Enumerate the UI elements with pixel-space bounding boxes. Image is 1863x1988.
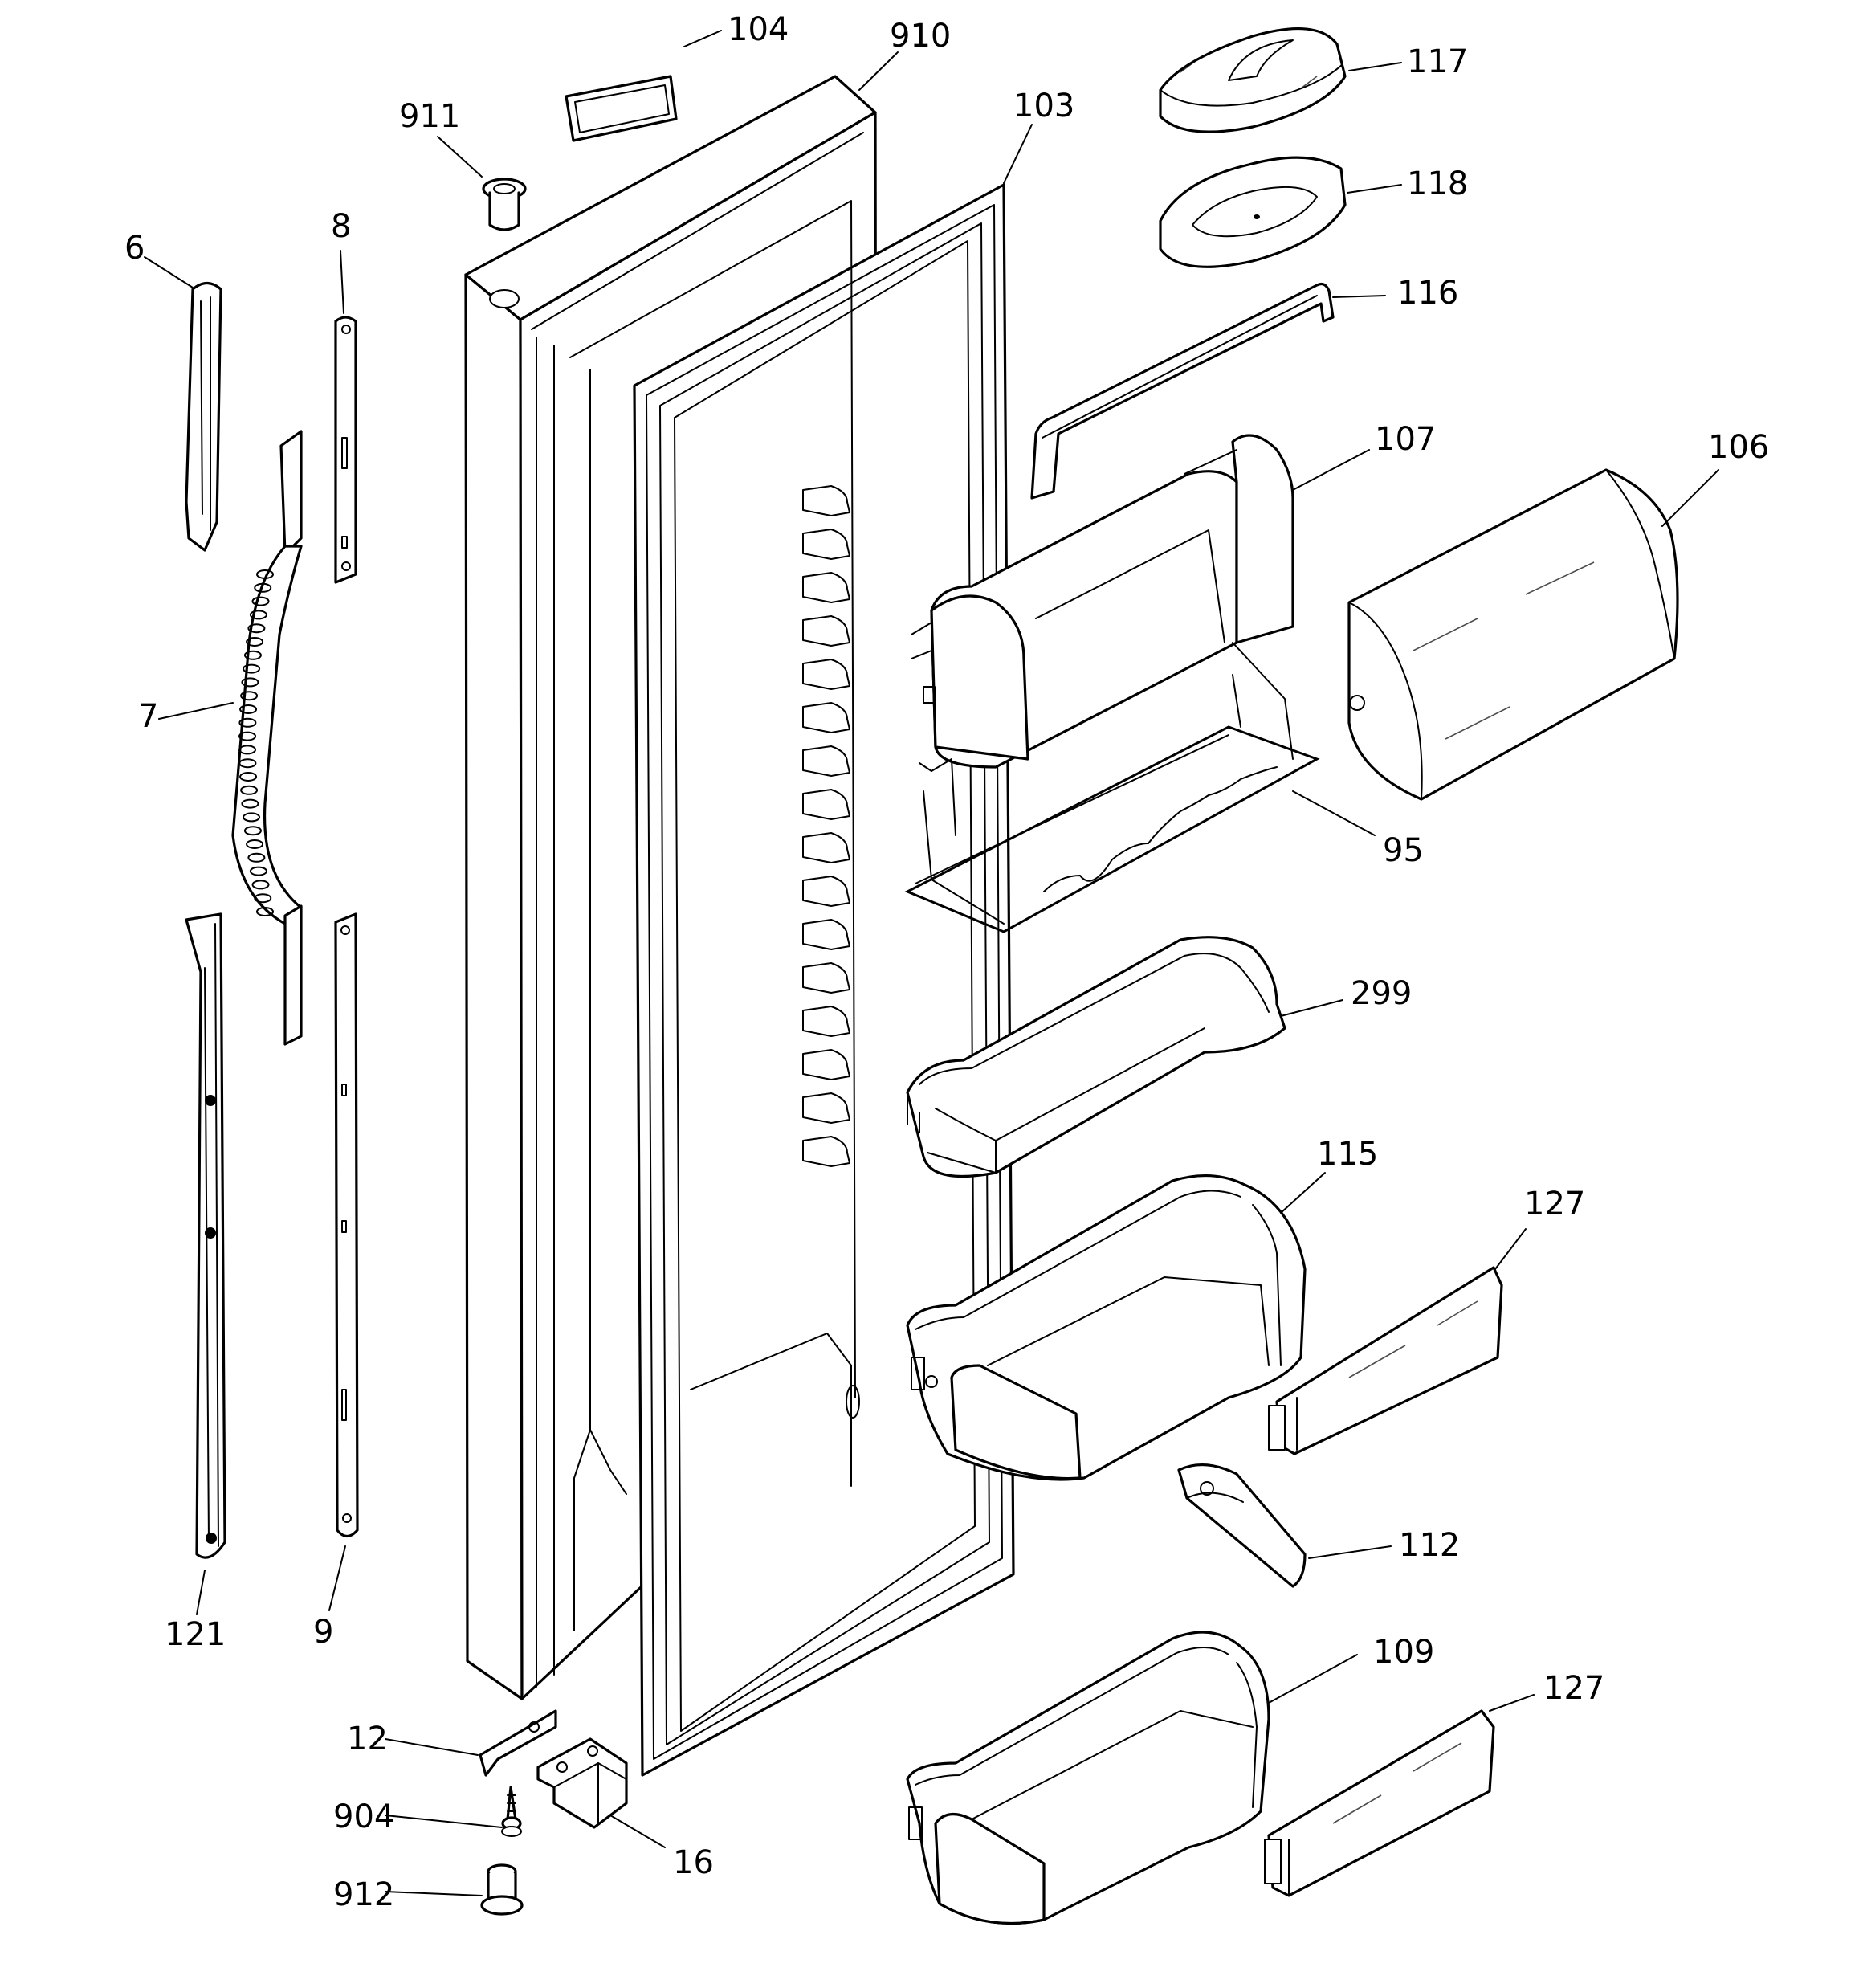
liner-peg	[802, 962, 850, 994]
part-912-hinge-bushing	[480, 1863, 524, 1916]
handle-rib	[247, 623, 266, 634]
part-299-door-bin	[906, 936, 1286, 1178]
callout-299: 299	[1351, 975, 1412, 1012]
handle-rib	[249, 610, 267, 620]
part-104-trim-cap	[565, 75, 678, 142]
callout-104: 104	[728, 11, 789, 48]
liner-peg	[802, 1049, 850, 1080]
handle-rib	[246, 637, 264, 647]
part-904-screw	[501, 1786, 522, 1837]
handle-rib	[238, 758, 257, 769]
callout-116: 116	[1397, 275, 1458, 312]
part-103-door-gasket	[633, 183, 1015, 1777]
part-7-door-handle	[231, 430, 303, 1046]
liner-peg	[802, 1136, 850, 1167]
callout-121: 121	[165, 1616, 226, 1653]
handle-rib	[241, 798, 259, 809]
part-16-hinge-bracket	[536, 1737, 628, 1829]
callout-904: 904	[333, 1798, 394, 1835]
part-112-bin-divider	[1177, 1463, 1307, 1588]
handle-rib	[238, 745, 257, 755]
handle-rib	[239, 704, 258, 714]
callout-109: 109	[1373, 1634, 1434, 1671]
part-121-handle-trim-bottom	[185, 912, 226, 1559]
part-127-bin-front-upper	[1268, 1266, 1503, 1455]
callout-115: 115	[1317, 1136, 1378, 1173]
part-117-dairy-cover	[1159, 27, 1347, 133]
handle-rib	[238, 731, 257, 741]
part-911-hinge-bushing	[482, 178, 527, 231]
handle-rib	[256, 569, 274, 579]
callout-9: 9	[313, 1614, 333, 1651]
liner-peg	[802, 1006, 850, 1037]
part-107-door-bin	[911, 434, 1294, 769]
liner-peg	[802, 485, 850, 516]
handle-rib	[251, 596, 270, 606]
callout-12: 12	[347, 1721, 388, 1757]
liner-peg	[802, 615, 850, 647]
handle-rib	[239, 772, 258, 782]
callout-7: 7	[138, 698, 158, 735]
handle-rib	[241, 677, 259, 688]
part-106-dairy-door	[1347, 468, 1679, 801]
part-12-hinge-plate	[479, 1709, 557, 1777]
handle-rib	[254, 582, 272, 593]
callout-127-lower: 127	[1543, 1670, 1604, 1707]
handle-rib	[254, 893, 272, 904]
handle-rib	[246, 839, 264, 849]
callout-911: 911	[399, 98, 460, 135]
handle-rib	[249, 866, 267, 876]
part-109-door-bin-bottom	[906, 1631, 1270, 1925]
liner-peg	[802, 529, 850, 560]
handle-rib	[243, 812, 261, 823]
liner-peg	[802, 659, 850, 690]
callout-117: 117	[1407, 43, 1468, 80]
callout-95: 95	[1383, 832, 1424, 869]
part-115-door-bin	[906, 1174, 1307, 1481]
callout-16: 16	[673, 1844, 714, 1881]
handle-rib	[251, 880, 270, 890]
handle-rib	[238, 717, 257, 728]
part-116-shelf-rail	[1030, 282, 1335, 500]
part-8-mounting-strip	[334, 316, 357, 584]
callout-106: 106	[1708, 429, 1769, 466]
part-95-wire-bottle-rack	[904, 642, 1320, 933]
handle-rib	[243, 650, 262, 660]
callout-912: 912	[333, 1876, 394, 1913]
liner-peg	[802, 702, 850, 733]
callout-103: 103	[1013, 88, 1074, 125]
leader-lines	[144, 30, 1719, 1896]
part-118-dairy-tray	[1159, 156, 1347, 268]
callout-107: 107	[1375, 421, 1436, 458]
liner-peg	[802, 832, 850, 863]
callout-910: 910	[890, 18, 951, 55]
callout-6: 6	[124, 230, 145, 267]
liner-peg	[802, 572, 850, 603]
part-9-mounting-strip	[334, 912, 359, 1538]
callout-112: 112	[1399, 1527, 1460, 1564]
callout-labels: 104 910 911 103 117 118 116 6 8 107 106 …	[124, 11, 1769, 1913]
handle-rib	[240, 691, 259, 701]
handle-rib	[243, 663, 261, 674]
handle-rib	[247, 852, 266, 863]
liner-peg	[802, 876, 850, 907]
handle-rib	[240, 785, 259, 795]
callout-118: 118	[1407, 165, 1468, 202]
liner-peg	[802, 789, 850, 820]
handle-rib	[256, 907, 274, 916]
part-127-bin-front-lower	[1264, 1709, 1495, 1897]
door-liner	[569, 200, 860, 1631]
liner-peg	[802, 745, 850, 777]
handle-rib	[243, 826, 262, 836]
liner-peg	[802, 1092, 850, 1124]
callout-8: 8	[331, 208, 351, 245]
liner-shelf-pegs	[802, 485, 850, 1167]
callout-127-upper: 127	[1524, 1186, 1585, 1223]
liner-peg	[802, 919, 850, 950]
part-6-handle-trim-top	[185, 281, 222, 552]
